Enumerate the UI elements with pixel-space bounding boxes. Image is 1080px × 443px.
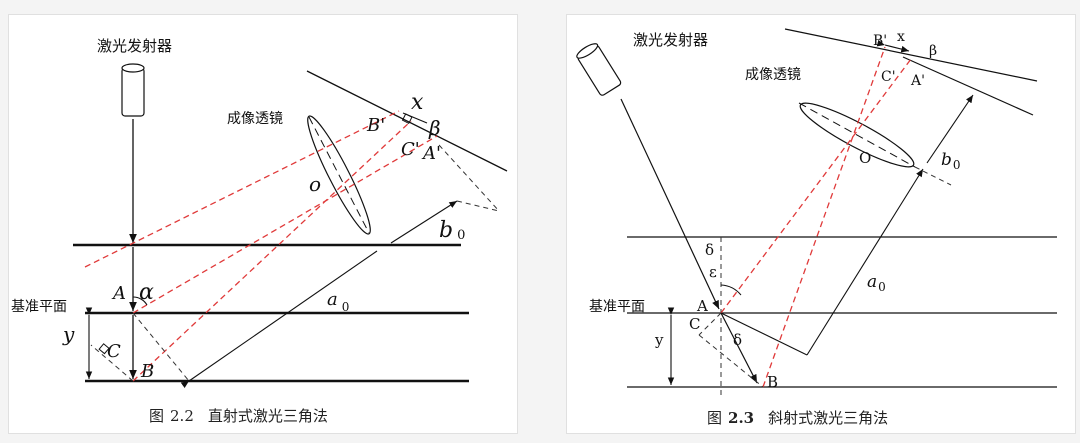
base-plane-label: 基准平面 xyxy=(589,298,645,315)
right-angle-mark-bp xyxy=(401,113,413,125)
beta-symbol: β xyxy=(428,116,441,140)
b0-extension-line xyxy=(914,166,952,186)
epsilon-arc xyxy=(720,284,742,296)
alpha-arc xyxy=(132,296,148,306)
x-symbol: x xyxy=(897,29,905,45)
lens-label: 成像透镜 xyxy=(227,111,283,127)
emitter-label: 激光发射器 xyxy=(633,31,708,49)
ray-b-to-b-prime xyxy=(762,46,886,388)
ray-b-to-b-prime xyxy=(132,120,412,382)
perpendicular-ac xyxy=(698,312,722,336)
a0-symbol: a0 xyxy=(867,272,886,294)
laser-beam xyxy=(620,98,720,310)
point-o-label: o xyxy=(309,172,321,196)
ray-upper-reflection xyxy=(84,110,400,268)
delta-symbol-lower: δ xyxy=(733,331,742,349)
x-symbol: x xyxy=(411,90,424,115)
detector-line xyxy=(306,70,508,172)
perpendicular-a-guide xyxy=(132,312,190,382)
b0-symbol: b0 xyxy=(941,150,961,172)
point-o-label: O xyxy=(859,149,871,167)
right-angle-mark-c xyxy=(98,343,110,355)
emitter-label: 激光发射器 xyxy=(97,37,172,55)
point-a-prime-label: A' xyxy=(910,73,925,89)
point-c-prime-label: C' xyxy=(881,69,896,85)
b0-dimension-line xyxy=(390,200,458,244)
imaging-lens xyxy=(307,115,371,235)
point-b-prime-label: B' xyxy=(366,115,385,136)
perpendicular-cb xyxy=(698,334,764,388)
base-plane-label: 基准平面 xyxy=(11,298,67,315)
direct-triangulation-diagram: 激光发射器 成像透镜 基准平面 A B C o B' C' A' α β x y… xyxy=(11,37,508,425)
delta-symbol-upper: δ xyxy=(705,241,714,259)
a0-lower-extension xyxy=(720,312,808,356)
beta-symbol: β xyxy=(929,43,937,59)
laser-emitter-icon xyxy=(121,63,145,117)
a0-dimension-line xyxy=(806,168,924,356)
ray-a-to-a-prime xyxy=(720,58,912,314)
detector-line xyxy=(784,28,1038,82)
ray-a-to-a-prime xyxy=(132,135,438,314)
b0-dimension-line xyxy=(926,94,974,164)
laser-emitter-icon xyxy=(576,43,622,96)
point-c-label: C xyxy=(689,315,700,333)
y-symbol: y xyxy=(62,322,75,346)
point-b-prime-label: B' xyxy=(873,33,887,49)
figure-panel-oblique: 激光发射器 成像透镜 基准平面 A B C O B' C' A' δ ε δ β… xyxy=(566,14,1076,434)
point-a-prime-label: A' xyxy=(421,143,441,164)
figure-panel-direct: 激光发射器 成像透镜 基准平面 A B C o B' C' A' α β x y… xyxy=(8,14,518,434)
y-symbol: y xyxy=(654,331,664,349)
epsilon-symbol: ε xyxy=(709,263,717,281)
imaging-lens xyxy=(798,102,916,168)
lens-axis-extension xyxy=(438,144,500,212)
x-dimension-line xyxy=(876,39,910,53)
oblique-triangulation-diagram: 激光发射器 成像透镜 基准平面 A B C O B' C' A' δ ε δ β… xyxy=(576,28,1057,427)
point-c-label: C xyxy=(107,341,121,362)
perpendicular-bc xyxy=(90,344,134,382)
point-b-label: B xyxy=(767,373,778,391)
laser-beam-continued xyxy=(720,312,758,384)
b0-extension-line xyxy=(456,200,500,212)
alpha-symbol: α xyxy=(139,280,154,305)
point-c-prime-label: C' xyxy=(401,139,420,160)
point-a-label: A xyxy=(696,297,708,315)
point-a-label: A xyxy=(111,283,126,304)
point-b-label: B xyxy=(140,361,154,382)
a0-dimension-line xyxy=(180,250,378,389)
detector-edge-line xyxy=(902,56,1034,116)
lens-label: 成像透镜 xyxy=(745,67,801,83)
